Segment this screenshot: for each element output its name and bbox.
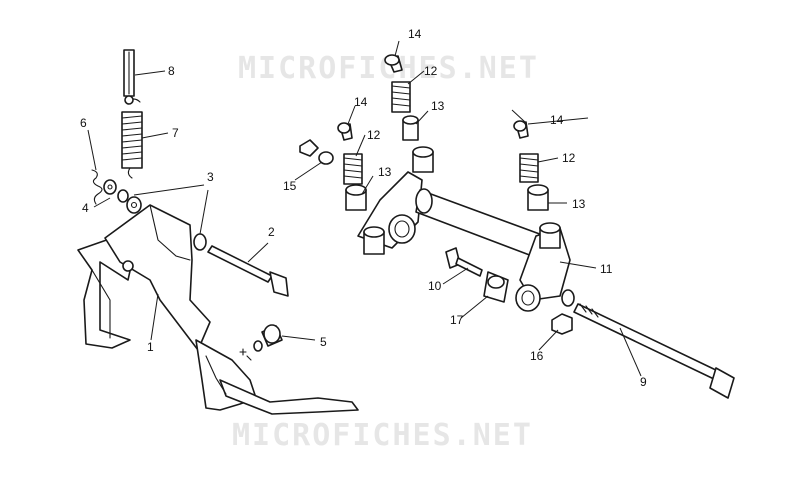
- washer-3: [193, 233, 207, 251]
- callout-14c: 14: [550, 113, 564, 127]
- callout-10: 10: [428, 279, 442, 293]
- callout-13a: 13: [431, 99, 445, 113]
- spacer-17: [483, 271, 509, 303]
- callout-17: 17: [450, 313, 464, 327]
- callout-12b: 12: [367, 128, 381, 142]
- center-stand: [77, 204, 359, 415]
- callout-3: 3: [207, 170, 214, 184]
- callouts: 1 2 3 4 5 6 7 8 9 10 11 12 12 12 13 13 1…: [80, 27, 647, 389]
- callout-16: 16: [530, 349, 544, 363]
- bolt-10: [445, 247, 483, 277]
- leader-lines: [87, 40, 642, 377]
- callout-9: 9: [640, 375, 647, 389]
- callout-13b: 13: [378, 165, 392, 179]
- sleeves-13: [345, 115, 561, 255]
- bushing-5: [239, 324, 283, 361]
- callout-14b: 14: [354, 95, 368, 109]
- callout-4: 4: [82, 201, 89, 215]
- springs-12: [343, 81, 539, 185]
- nut-16: [551, 313, 573, 335]
- bolt-2: [207, 245, 289, 297]
- washers-4: [103, 179, 142, 214]
- bolt-9: [573, 303, 735, 399]
- callout-1: 1: [147, 340, 154, 354]
- plugs-14: [337, 54, 529, 141]
- callout-13c: 13: [572, 197, 586, 211]
- callout-14a: 14: [408, 27, 422, 41]
- callout-8: 8: [168, 64, 175, 78]
- ring-bushing: [388, 214, 416, 244]
- ring-bushing-right: [515, 284, 541, 312]
- callout-15: 15: [283, 179, 297, 193]
- watermark-bottom: MICROFICHES.NET: [232, 418, 533, 453]
- callout-12c: 12: [562, 151, 576, 165]
- callout-7: 7: [172, 126, 179, 140]
- callout-6: 6: [80, 116, 87, 130]
- nut-15: [299, 139, 334, 165]
- callout-5: 5: [320, 335, 327, 349]
- clip-6: [91, 169, 103, 205]
- callout-12a: 12: [424, 64, 438, 78]
- pin-8: [123, 49, 135, 105]
- callout-11: 11: [600, 262, 613, 276]
- callout-2: 2: [268, 225, 275, 239]
- spring-7: [121, 98, 143, 179]
